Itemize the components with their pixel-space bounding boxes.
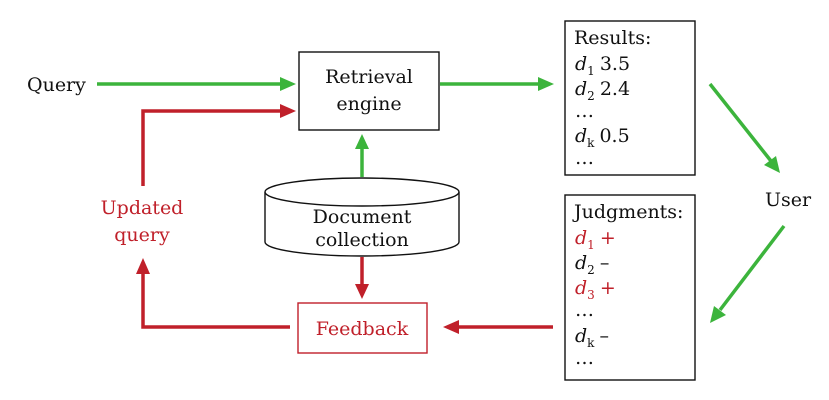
results-ellipsis-2: … <box>575 147 594 169</box>
results-row-1-score: 3.5 <box>600 53 630 75</box>
user-to-judgments-arrow <box>718 224 786 312</box>
judgments-row-3-mark: + <box>600 277 616 299</box>
judgments-row-2-doc: d <box>575 252 587 274</box>
results-to-user-arrow <box>708 82 773 163</box>
judgments-row-k-doc: d <box>575 325 587 347</box>
judgments-box: Judgments: d1+ d2– d3+ … dk– … <box>564 194 696 381</box>
judgments-row-1-doc: d <box>575 227 587 249</box>
document-collection-line2: collection <box>315 229 409 251</box>
judgments-row-1-sub: 1 <box>587 238 595 252</box>
red-arrows <box>136 104 553 334</box>
query-to-engine-arrowhead <box>280 77 296 91</box>
collection-to-engine-arrowhead <box>355 134 369 149</box>
green-arrows <box>97 77 786 323</box>
engine-to-results-arrowhead <box>538 77 554 91</box>
judgments-ellipsis-1: … <box>575 299 594 321</box>
judgments-to-feedback-arrowhead <box>443 320 459 334</box>
feedback-to-updated-query-arrowhead <box>136 258 150 274</box>
judgments-row-1: d1 + <box>575 227 616 252</box>
results-row-2: d2 2.4 <box>575 78 630 103</box>
results-row-2-score: 2.4 <box>600 78 630 100</box>
retrieval-engine-line1: Retrieval <box>325 66 413 88</box>
results-row-1-sub: 1 <box>587 64 595 78</box>
query-label: Query <box>27 74 86 96</box>
results-row-k-sub: k <box>587 136 595 150</box>
feedback-label: Feedback <box>316 318 409 340</box>
judgments-row-1-mark: + <box>600 227 616 249</box>
judgments-row-2-sub: 2 <box>587 263 595 277</box>
judgments-row-k-mark: – <box>599 325 609 347</box>
judgments-row-2: d2– <box>575 252 609 277</box>
collection-to-feedback-arrowhead <box>355 284 369 299</box>
document-collection-cylinder: Document collection <box>264 177 460 257</box>
results-row-1: d1 3.5 <box>575 53 630 78</box>
updated-query-line2: query <box>114 224 170 246</box>
results-row-k-doc: d <box>575 125 587 147</box>
results-title: Results: <box>574 27 651 49</box>
results-row-1-doc: d <box>575 53 587 75</box>
updated-query-line1: Updated <box>101 197 184 219</box>
retrieval-engine-box: Retrieval engine <box>298 51 440 131</box>
results-row-k-score: 0.5 <box>599 125 629 147</box>
updated-query-to-engine-arrow <box>141 109 283 186</box>
feedback-box: Feedback <box>297 302 428 354</box>
judgments-ellipsis-2: … <box>575 347 594 369</box>
judgments-row-3-sub: 3 <box>587 288 595 302</box>
user-to-judgments-arrowhead <box>710 306 726 323</box>
judgments-row-2-mark: – <box>600 252 610 274</box>
judgments-row-k-sub: k <box>587 336 595 350</box>
retrieval-engine-line2: engine <box>336 93 401 115</box>
judgments-row-3: d3 + <box>575 277 616 302</box>
feedback-to-updated-query-arrow <box>141 272 290 329</box>
results-row-2-doc: d <box>575 78 587 100</box>
user-label: User <box>765 189 812 211</box>
judgments-row-3-doc: d <box>575 277 587 299</box>
results-row-k: dk 0.5 <box>575 125 630 150</box>
results-to-user-arrowhead <box>764 156 780 173</box>
judgments-title: Judgments: <box>572 201 683 223</box>
updated-query-to-engine-arrowhead <box>280 104 296 118</box>
document-collection-line1: Document <box>313 206 412 228</box>
results-row-2-sub: 2 <box>587 89 595 103</box>
judgments-row-k: dk– <box>575 325 609 350</box>
results-ellipsis-1: … <box>575 100 594 122</box>
